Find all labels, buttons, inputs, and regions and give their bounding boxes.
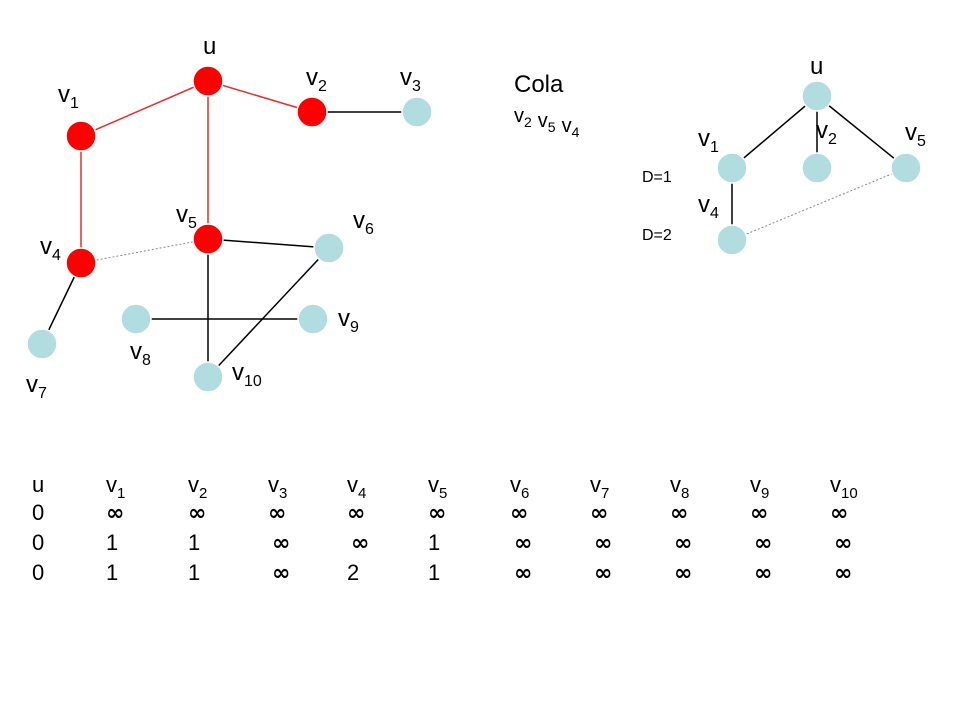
table-header-v2: v2 (188, 472, 207, 502)
node-v2 (296, 96, 328, 128)
table-cell: ∞ (272, 531, 290, 556)
bfs-tree-labels: u v1 v2 v5 v4 (698, 53, 926, 222)
tree-node-v2 (801, 152, 833, 184)
table-header-v1: v1 (106, 472, 125, 502)
node-v7 (26, 328, 58, 360)
node-u (192, 65, 224, 97)
node-label-v7: v7 (26, 371, 47, 402)
tree-edge-u-v1 (731, 95, 818, 169)
edge-v6-v10 (207, 247, 330, 378)
table-header-v3: v3 (268, 472, 287, 502)
table-header-v4: v4 (347, 472, 366, 502)
node-v9 (297, 303, 329, 335)
table-cell: ∞ (750, 501, 768, 526)
table-cell: ∞ (754, 531, 772, 556)
tree-label-v4: v4 (698, 191, 719, 222)
table-cell: ∞ (834, 561, 852, 586)
table-cell: ∞ (674, 531, 692, 556)
node-label-v1: v1 (58, 81, 79, 112)
table-cell: ∞ (594, 561, 612, 586)
tree-node-v5 (890, 152, 922, 184)
table-cell: ∞ (428, 501, 446, 526)
queue-title: Cola (514, 71, 564, 98)
node-label-u: u (203, 33, 216, 60)
node-label-v4: v4 (40, 233, 61, 264)
node-label-v6: v6 (353, 207, 374, 238)
table-cell: ∞ (670, 501, 688, 526)
tree-level-2: D=2 (642, 227, 672, 244)
node-v5 (192, 223, 224, 255)
table-header-v5: v5 (428, 472, 447, 502)
table-cell: 1 (428, 530, 440, 555)
node-label-v2: v2 (306, 64, 327, 95)
node-label-v9: v9 (338, 305, 359, 336)
table-cell: ∞ (830, 501, 848, 526)
table-cell: 0 (32, 500, 44, 525)
node-label-v10: v10 (232, 359, 262, 390)
tree-node-u (801, 80, 833, 112)
tree-label-u: u (810, 53, 823, 80)
table-cell: ∞ (834, 531, 852, 556)
node-v10 (192, 361, 224, 393)
table-cell: 1 (188, 530, 200, 555)
graph-nodes (26, 65, 433, 393)
table-cell: 1 (106, 560, 118, 585)
table-cell: 2 (347, 560, 359, 585)
tree-edge-u-v5 (816, 95, 907, 169)
tree-label-v2: v2 (816, 117, 837, 148)
table-header-v6: v6 (510, 472, 529, 502)
tree-edge-v4-v5 (731, 167, 907, 241)
node-v1 (65, 120, 97, 152)
table-cell: ∞ (351, 531, 369, 556)
tree-level-1: D=1 (642, 169, 672, 186)
tree-label-v1: v1 (698, 125, 719, 156)
tree-label-v5: v5 (905, 119, 926, 150)
edge-u-v2 (207, 80, 313, 113)
table-cell: ∞ (514, 531, 532, 556)
table-cell: 1 (428, 560, 440, 585)
node-v6 (313, 232, 345, 264)
table-cell: 0 (32, 530, 44, 555)
table-cell: ∞ (594, 531, 612, 556)
table-cell: ∞ (514, 561, 532, 586)
edge-v4-v5 (80, 238, 209, 264)
table-cell: 0 (32, 560, 44, 585)
table-cell: ∞ (106, 501, 124, 526)
table-cell: 1 (106, 530, 118, 555)
node-label-v8: v8 (130, 338, 151, 369)
tree-node-v1 (716, 152, 748, 184)
table-header-v8: v8 (670, 472, 689, 502)
graph-edges (41, 80, 417, 378)
table-header-u: u (32, 472, 44, 497)
table-cell: ∞ (590, 501, 608, 526)
node-v4 (65, 247, 97, 279)
bfs-tree-levels: D=1D=2 (642, 169, 672, 244)
edge-v5-v6 (207, 238, 330, 249)
table-cell: ∞ (347, 501, 365, 526)
table-cell: ∞ (268, 501, 286, 526)
table-header-v10: v10 (830, 472, 858, 502)
table-cell: ∞ (674, 561, 692, 586)
table-cell: 1 (188, 560, 200, 585)
distance-table: u v1 v2 v3 v4 v5 v6 v7 v8 v9 v10 0 ∞ ∞ ∞ ∞ ∞ ∞ ∞ ∞ ∞ ∞ 0 1 1 ∞ ∞ 1 ∞… (32, 472, 858, 586)
table-cell: ∞ (754, 561, 772, 586)
node-v8 (120, 303, 152, 335)
node-v3 (401, 96, 433, 128)
tree-node-v4 (716, 224, 748, 256)
node-label-v3: v3 (400, 64, 421, 95)
table-header-v7: v7 (590, 472, 609, 502)
graph-node-labels: u v1 v2 v3 v4 v5 v6 v7 v8 v9 v10 (26, 33, 421, 402)
table-cell: ∞ (188, 501, 206, 526)
table-header-v9: v9 (750, 472, 769, 502)
table-cell: ∞ (272, 561, 290, 586)
node-label-v5: v5 (176, 201, 197, 232)
table-cell: ∞ (510, 501, 528, 526)
edge-u-v1 (80, 80, 209, 137)
bfs-tree-nodes (716, 80, 922, 256)
